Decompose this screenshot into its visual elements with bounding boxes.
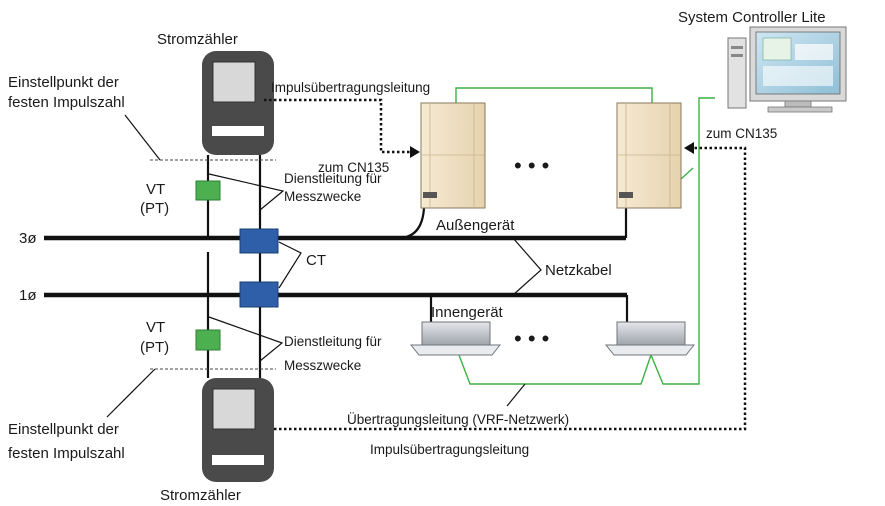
cn135-right-label: zum CN135 bbox=[706, 126, 777, 141]
vt-top-box bbox=[195, 180, 221, 201]
meter-top-label: Stromzähler bbox=[157, 31, 238, 48]
ct-1phase bbox=[239, 281, 279, 308]
outdoor-unit-label: Außengerät bbox=[436, 217, 515, 234]
service-top-label-1: Dienstleitung für bbox=[284, 171, 382, 186]
phase3-label: 3ø bbox=[19, 230, 37, 247]
indoor-unit-label: Innengerät bbox=[431, 304, 504, 321]
pc-monitor-icon bbox=[727, 26, 847, 113]
ct-3phase bbox=[239, 228, 279, 254]
outdoor-unit-right-icon bbox=[616, 102, 682, 209]
electricity-meter-bottom-icon bbox=[202, 378, 274, 482]
phase1-label: 1ø bbox=[19, 287, 37, 304]
cn135-left-label: zum CN135 bbox=[318, 160, 389, 175]
setpoint-top-label-1: Einstellpunkt der bbox=[8, 74, 119, 91]
vt-bottom-label-2: (PT) bbox=[140, 339, 169, 356]
controller-label: System Controller Lite bbox=[678, 9, 826, 26]
indoor-dots: • • • bbox=[514, 326, 549, 351]
vrf-network-label: Übertragungsleitung (VRF-Netzwerk) bbox=[347, 412, 569, 427]
indoor-unit-right-icon bbox=[604, 321, 696, 356]
service-bottom-label-1: Dienstleitung für bbox=[284, 334, 382, 349]
outdoor-dots: • • • bbox=[514, 153, 549, 178]
vt-bottom-box bbox=[195, 329, 221, 351]
vt-top-label-2: (PT) bbox=[140, 200, 169, 217]
service-bottom-label-2: Messzwecke bbox=[284, 358, 361, 373]
ct-label: CT bbox=[306, 252, 326, 269]
electricity-meter-top-icon bbox=[202, 51, 274, 155]
meter-bottom-label: Stromzähler bbox=[160, 487, 241, 504]
power-cable-label: Netzkabel bbox=[545, 262, 612, 279]
pulse-line-bottom-label: Impulsübertragungsleitung bbox=[370, 442, 529, 457]
vt-bottom-label-1: VT bbox=[146, 319, 165, 336]
indoor-unit-left-icon bbox=[409, 321, 502, 356]
setpoint-bottom-label-2: festen Impulszahl bbox=[8, 445, 125, 462]
pulse-line-top-label: Impulsübertragungsleitung bbox=[271, 80, 430, 95]
outdoor-unit-left-icon bbox=[420, 102, 486, 209]
service-top-label-2: Messzwecke bbox=[284, 189, 361, 204]
setpoint-top-label-2: festen Impulszahl bbox=[8, 94, 125, 111]
setpoint-bottom-label-1: Einstellpunkt der bbox=[8, 421, 119, 438]
vt-top-label-1: VT bbox=[146, 181, 165, 198]
